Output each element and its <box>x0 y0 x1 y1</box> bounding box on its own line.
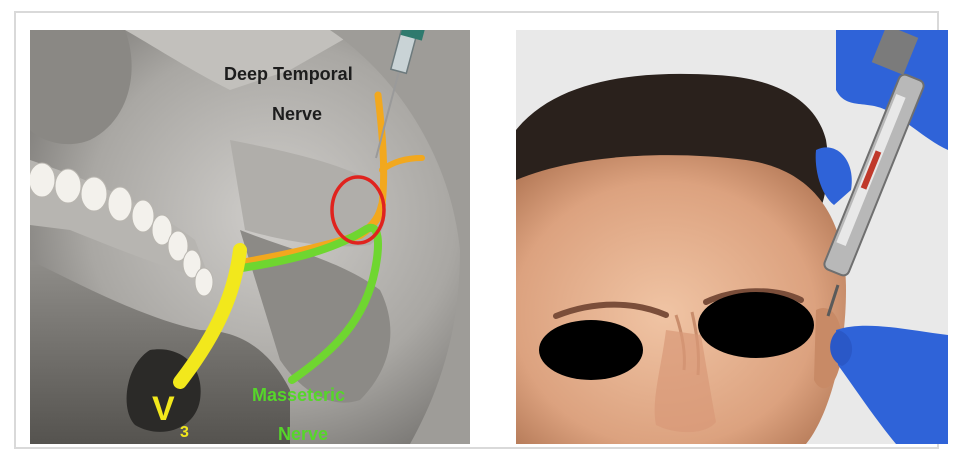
patient-photo-panel <box>516 30 948 444</box>
skull-illustration-panel: Deep Temporal Nerve Masseteric Nerve V 3 <box>30 30 470 444</box>
v3-subscript: 3 <box>180 424 189 442</box>
eye-redaction-right <box>698 292 814 358</box>
masseteric-label: Masseteric <box>252 385 345 406</box>
deep-temporal-label-line2: Nerve <box>272 104 322 125</box>
patient-photo <box>516 30 948 444</box>
eye-redaction-left <box>539 320 643 380</box>
masseteric-label-line2: Nerve <box>278 424 328 444</box>
skull-illustration <box>30 30 470 444</box>
v3-label: V <box>152 390 175 429</box>
deep-temporal-label: Deep Temporal <box>224 64 353 85</box>
